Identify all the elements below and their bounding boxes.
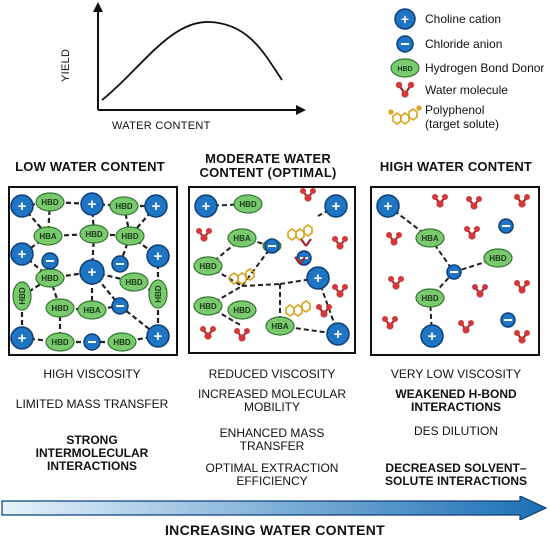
- svg-text:+: +: [18, 330, 27, 347]
- panel-low-box: HBD HBD HBA HBD HBD HBD HBD HBD HBD HBD HBA HB…: [8, 186, 178, 356]
- legend: + HBD Choline cation Chloride anion Hydr…: [385, 0, 550, 140]
- svg-text:HBD: HBD: [489, 254, 507, 263]
- moderate-molecule-labels: HBD HBA HBD HBD HBA HBD: [199, 200, 289, 331]
- legend-hbd-icon: HBD: [390, 58, 420, 78]
- svg-text:HBA: HBA: [233, 234, 251, 243]
- legend-polyphenol-sublabel: (target solute): [425, 117, 500, 131]
- svg-text:HBD: HBD: [18, 287, 27, 305]
- panel-high-title: HIGH WATER CONTENT: [379, 159, 533, 174]
- high-caption-4: DECREASED SOLVENT–SOLUTE INTERACTIONS: [384, 461, 527, 488]
- svg-text:+: +: [88, 196, 97, 213]
- high-caption-3: DES DILUTION: [413, 424, 498, 438]
- svg-text:HBD: HBD: [239, 200, 257, 209]
- svg-text:+: +: [334, 326, 343, 343]
- legend-chloride-icon: [396, 35, 414, 53]
- increasing-water-label: INCREASING WATER CONTENT: [164, 522, 386, 538]
- svg-text:+: +: [154, 328, 163, 345]
- svg-text:HBD: HBD: [199, 262, 217, 271]
- legend-chloride-label: Chloride anion: [425, 37, 503, 51]
- svg-text:+: +: [154, 248, 163, 265]
- svg-text:HBD: HBD: [85, 230, 103, 239]
- high-choline-cations: ++: [376, 194, 444, 348]
- svg-text:+: +: [428, 328, 437, 345]
- low-caption-1: HIGH VISCOSITY: [43, 367, 141, 381]
- low-molecule-labels: HBD HBD HBA HBD HBD HBD HBD HBD HBD HBD HBA HB…: [18, 198, 163, 347]
- legend-water-icon: [395, 81, 415, 98]
- legend-polyphenol-label: Polyphenol: [425, 103, 485, 117]
- svg-text:HBD: HBD: [199, 302, 217, 311]
- high-caption-2: WEAKENED H-BOND INTERACTIONS: [395, 387, 517, 414]
- low-caption-2: LIMITED MASS TRANSFER: [15, 397, 169, 411]
- low-hbd-hba-molecules: [12, 192, 168, 352]
- svg-text:HBA: HBA: [39, 232, 57, 241]
- svg-text:HBD: HBD: [41, 274, 59, 283]
- svg-text:HBD: HBD: [113, 338, 131, 347]
- yield-curve: [101, 21, 283, 101]
- svg-text:HBA: HBA: [421, 234, 439, 243]
- high-water-molecules: [382, 194, 530, 344]
- high-caption-1: VERY LOW VISCOSITY: [390, 367, 522, 381]
- y-axis-label: YIELD: [60, 48, 72, 82]
- moderate-caption-4: OPTIMAL EXTRACTION EFFICIENCY: [205, 461, 339, 488]
- svg-text:+: +: [332, 198, 341, 215]
- moderate-polyphenol-molecules: [229, 224, 313, 317]
- high-hbd-hba-molecules: [415, 228, 513, 308]
- high-molecule-labels: HBA HBD HBD: [421, 234, 507, 303]
- svg-text:+: +: [202, 198, 211, 215]
- svg-text:+: +: [401, 11, 409, 27]
- svg-text:HBD: HBD: [41, 198, 59, 207]
- x-axis-label: WATER CONTENT: [112, 120, 211, 132]
- svg-text:+: +: [18, 198, 27, 215]
- svg-text:HBD: HBD: [121, 232, 139, 241]
- svg-text:HBD: HBD: [51, 338, 69, 347]
- svg-text:+: +: [314, 270, 323, 287]
- legend-polyphenol-icon: [388, 105, 422, 125]
- svg-text:HBA: HBA: [83, 306, 101, 315]
- y-axis-arrowhead: [93, 2, 103, 12]
- low-caption-3: STRONG INTERMOLECULAR INTERACTIONS: [35, 433, 149, 473]
- moderate-choline-cations: + + + +: [194, 194, 350, 346]
- svg-text:HBD: HBD: [397, 66, 412, 73]
- legend-choline-label: Choline cation: [425, 12, 502, 26]
- moderate-water-molecules: [196, 188, 348, 342]
- panel-low-title: LOW WATER CONTENT: [15, 159, 165, 174]
- moderate-caption-3: ENHANCED MASS TRANSFER: [219, 426, 325, 453]
- svg-text:HBA: HBA: [271, 322, 289, 331]
- svg-text:HBD: HBD: [115, 202, 133, 211]
- low-chloride-anions: [41, 252, 129, 351]
- high-chloride-anions: [446, 218, 516, 328]
- svg-text:+: +: [152, 198, 161, 215]
- legend-water-label: Water molecule: [425, 83, 508, 97]
- svg-text:+: +: [384, 198, 393, 215]
- moderate-caption-1: REDUCED VISCOSITY: [208, 367, 336, 381]
- svg-text:HBD: HBD: [154, 285, 163, 303]
- legend-choline-icon: +: [394, 8, 416, 30]
- panel-moderate-title: MODERATE WATER CONTENT (OPTIMAL): [199, 151, 337, 180]
- svg-text:HBD: HBD: [51, 304, 69, 313]
- panel-moderate-box: HBD HBA HBD HBD HBA HBD + + + +: [188, 186, 356, 356]
- svg-text:HBD: HBD: [421, 294, 439, 303]
- svg-text:+: +: [18, 246, 27, 263]
- svg-text:HBD: HBD: [233, 306, 251, 315]
- moderate-caption-2: INCREASED MOLECULAR MOBILITY: [197, 387, 347, 414]
- svg-text:+: +: [88, 264, 97, 281]
- increasing-water-arrow: [0, 496, 550, 520]
- low-choline-cations: + + + + + + + +: [10, 192, 170, 350]
- svg-text:HBD: HBD: [125, 278, 143, 287]
- yield-graph: [60, 0, 320, 150]
- x-axis-arrowhead: [296, 105, 306, 115]
- legend-hbd-label: Hydrogen Bond Donor: [425, 61, 545, 75]
